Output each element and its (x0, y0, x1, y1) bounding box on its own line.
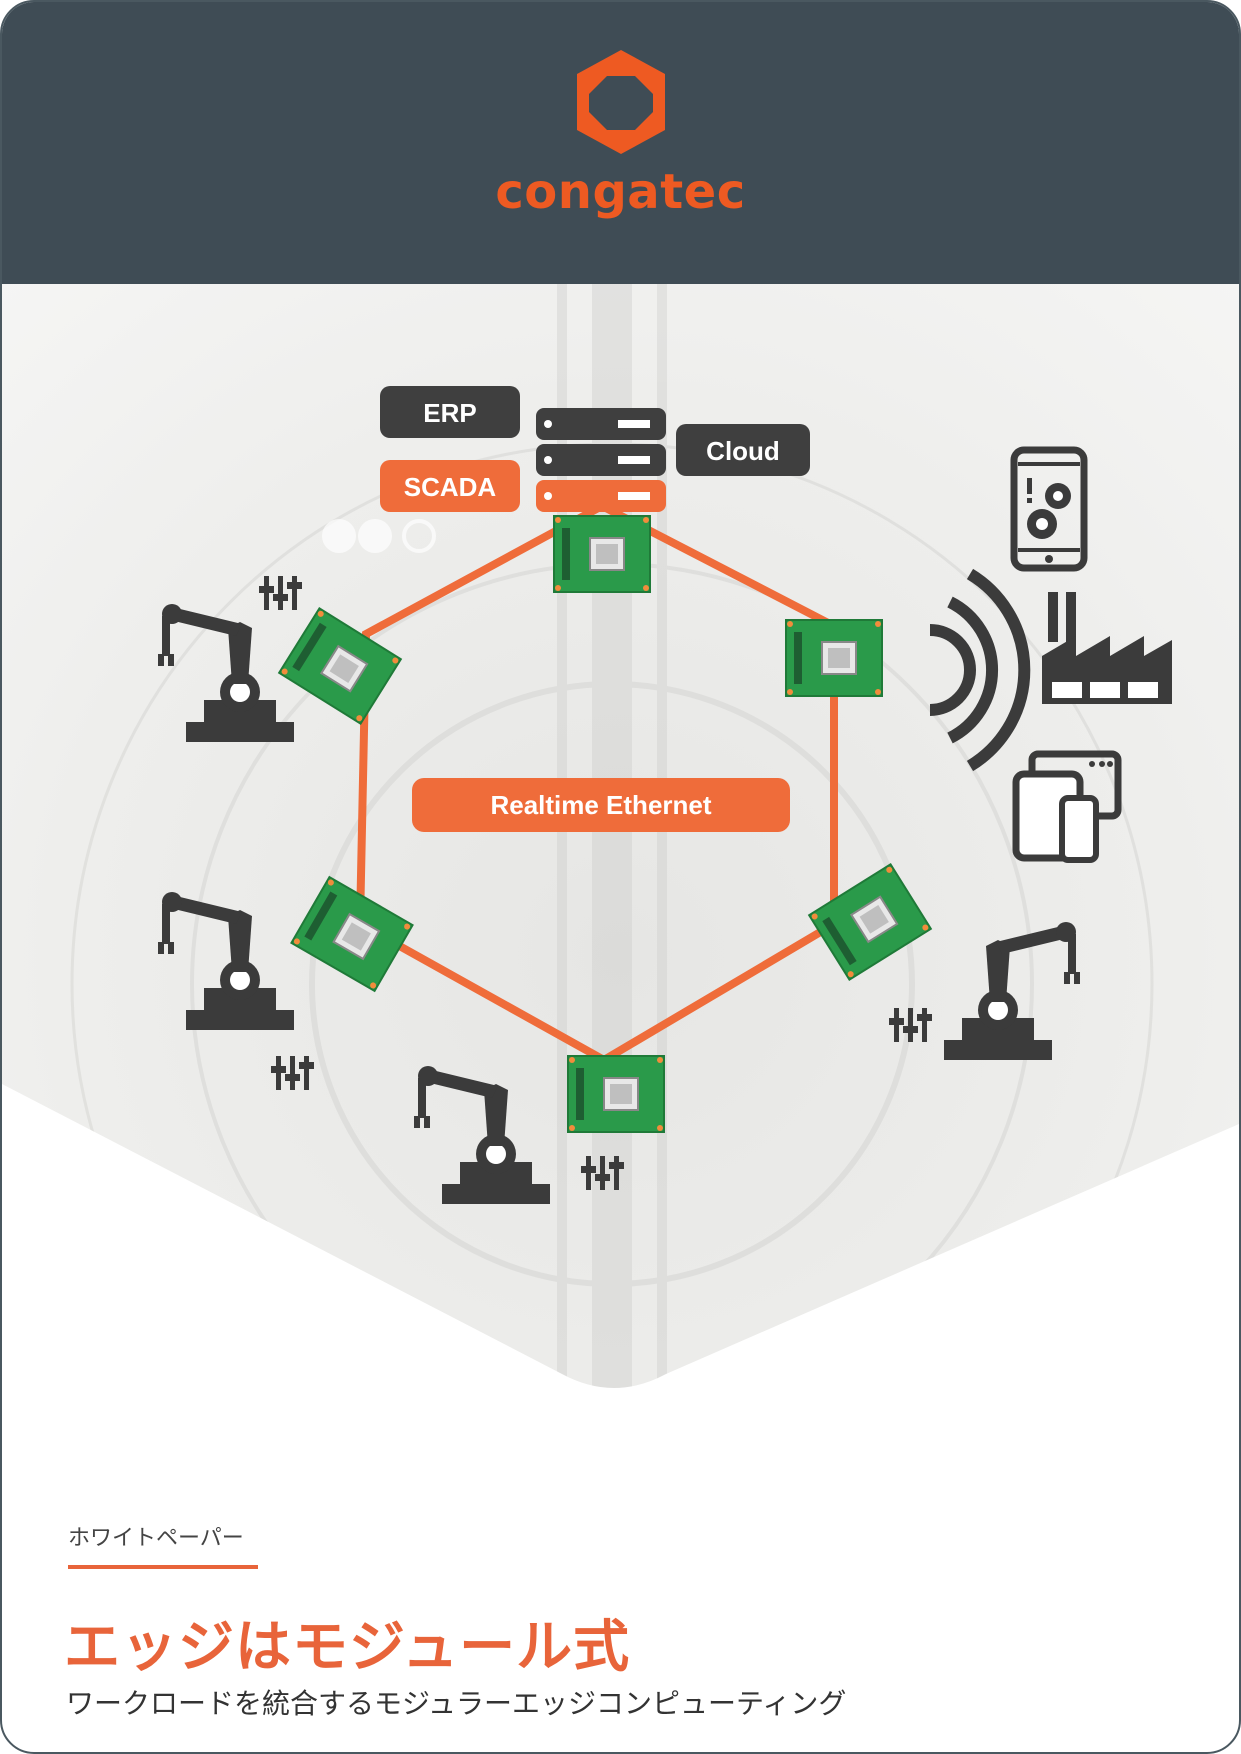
brand-logo: congatec (2, 46, 1239, 220)
erp-label-text: ERP (423, 398, 476, 428)
document-type-underline (68, 1565, 258, 1569)
document-type: ホワイトペーパー (68, 1526, 244, 1551)
control-sliders-icon (889, 1008, 932, 1042)
circuit-board-icon (785, 619, 883, 697)
realtime-ethernet-label-text: Realtime Ethernet (490, 790, 711, 820)
lower-cut-shape (2, 1084, 1239, 1502)
congatec-logo-icon (576, 50, 665, 154)
circuit-board-icon (553, 515, 651, 593)
realtime-ethernet-label: Realtime Ethernet (412, 778, 790, 832)
scada-label: SCADA (380, 460, 520, 512)
circuit-board-icon (567, 1055, 665, 1133)
server-stack-icon (536, 408, 666, 512)
control-sliders-icon (271, 1056, 314, 1090)
hero-diagram: ERP SCADA Cloud Realtime Ethernet (2, 284, 1239, 1502)
cloud-label-text: Cloud (706, 436, 780, 466)
network-diagram: ERP SCADA Cloud Realtime Ethernet (2, 284, 1239, 1502)
control-sliders-icon (581, 1156, 624, 1190)
devices-icon (1012, 750, 1122, 863)
control-sliders-icon (259, 576, 302, 610)
document-title: エッジはモジュール式 (64, 1615, 631, 1680)
smartphone-settings-icon (1010, 446, 1088, 572)
factory-icon (1042, 592, 1172, 704)
cloud-label: Cloud (676, 424, 810, 476)
decorative-circles (322, 519, 436, 553)
erp-label: ERP (380, 386, 520, 438)
wifi-signal-icon (929, 568, 1031, 772)
header-band: congatec (2, 2, 1239, 284)
document-subtitle: ワークロードを統合するモジュラーエッジコンピューティング (66, 1687, 847, 1720)
brand-name: congatec (495, 164, 746, 220)
scada-label-text: SCADA (404, 472, 497, 502)
